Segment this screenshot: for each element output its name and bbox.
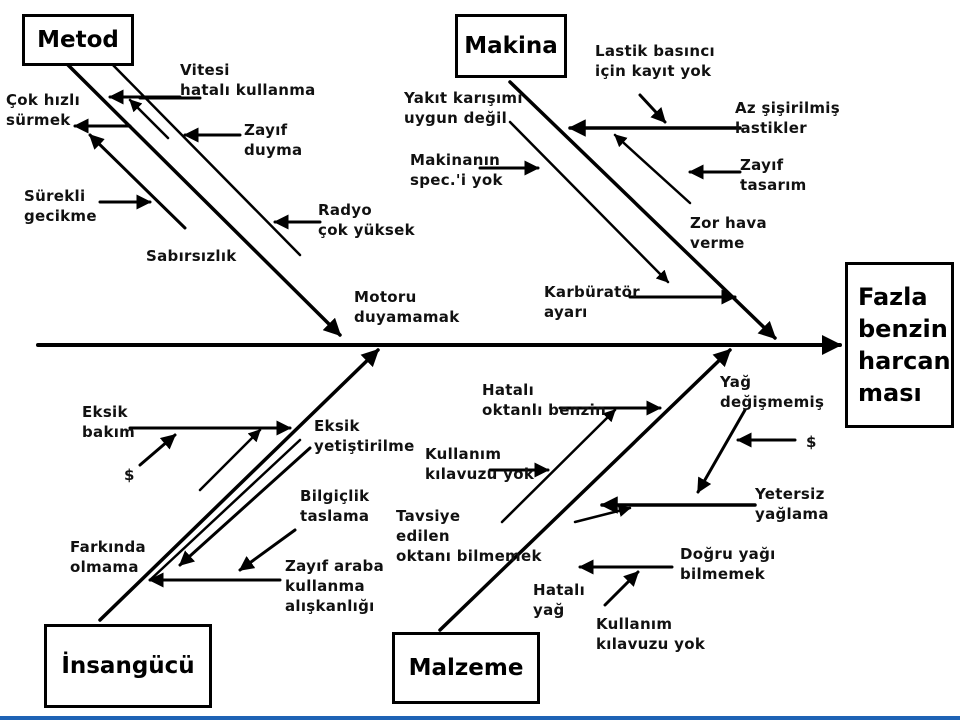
- zayif-tasarim-diag: [613, 133, 692, 205]
- label-hatali-yag: Hatalı yağ: [533, 581, 586, 619]
- label-motoru: Motoru duyamamak: [354, 288, 460, 326]
- label-az-sisirilmis: Az şişirilmiş lastikler: [735, 99, 840, 137]
- label-tavsiye: Tavsiye edilen oktanı bilmemek: [396, 507, 542, 565]
- label-dogru-yagi: Doğru yağı bilmemek: [680, 545, 776, 583]
- label-sabirsizlik: Sabırsızlık: [146, 247, 237, 265]
- label-karburator: Karbüratör ayarı: [544, 283, 640, 321]
- sabirsizlik-line: [88, 133, 187, 230]
- insangucu-bone-inner: [148, 438, 302, 582]
- lastik-arrow: [638, 93, 667, 124]
- label-makinanin: Makinanın spec.'i yok: [410, 151, 503, 189]
- malzeme-bone: [438, 348, 732, 632]
- label-zayif-duyma: Zayıf duyma: [244, 121, 303, 159]
- farkinda-arrow: [178, 446, 312, 567]
- label-eksik-yetistirme: Eksik yetiştirilme: [314, 417, 415, 455]
- effect-box: Fazla benzin harcan ması: [845, 262, 954, 428]
- metod-bone-inner: [108, 60, 302, 257]
- label-zor-hava: Zor hava verme: [690, 214, 767, 252]
- category-metod: Metod: [22, 14, 134, 66]
- category-insangucu: İnsangücü: [44, 624, 212, 708]
- metod-bone: [63, 60, 342, 337]
- label-dollar1: $: [124, 466, 135, 484]
- label-dollar2: $: [806, 433, 817, 451]
- category-makina: Makina: [455, 14, 567, 78]
- kullanim2-arrow: [603, 570, 640, 607]
- dollar1-arrow: [138, 433, 177, 467]
- insangucu-bone: [98, 348, 380, 622]
- vitesi-sub-arrow: [128, 98, 170, 140]
- label-eksik-bakim: Eksik bakım: [82, 403, 136, 441]
- makina-bone-inner: [508, 120, 670, 284]
- accent-bar: [0, 716, 960, 720]
- label-hatali-oktan: Hatalı oktanlı benzin: [482, 381, 607, 419]
- label-zayif-araba: Zayıf araba kullanma alışkanlığı: [285, 557, 385, 615]
- label-cok-hizli: Çok hızlı sürmek: [6, 91, 81, 129]
- label-yetersiz: Yetersiz yağlama: [755, 485, 829, 523]
- label-vitesi: Vitesi hatalı kullanma: [180, 61, 316, 99]
- label-bilgiclik: Bilgiçlik taslama: [300, 487, 370, 525]
- label-yag-degismemis: Yağ değişmemiş: [720, 373, 825, 411]
- category-malzeme: Malzeme: [392, 632, 540, 704]
- label-yakit: Yakıt karışımı uygun değil: [404, 89, 523, 127]
- label-zayif-tasarim: Zayıf tasarım: [740, 156, 807, 194]
- label-lastik: Lastik basıncı için kayıt yok: [595, 42, 715, 80]
- eksik-yetistirme-line: [198, 428, 262, 492]
- bilgiclik-arrow: [238, 528, 297, 572]
- label-kullanim2: Kullanım kılavuzu yok: [596, 615, 706, 653]
- label-farkinda: Farkında olmama: [70, 538, 146, 576]
- tavsiye-arrow: [573, 504, 632, 524]
- label-surekli: Sürekli gecikme: [24, 187, 97, 225]
- label-radyo: Radyo çok yüksek: [318, 201, 415, 239]
- malzeme-bone-inner: [500, 408, 617, 524]
- yag-degismemis-arrow: [696, 408, 747, 494]
- label-kullanim1: Kullanım kılavuzu yok: [425, 445, 535, 483]
